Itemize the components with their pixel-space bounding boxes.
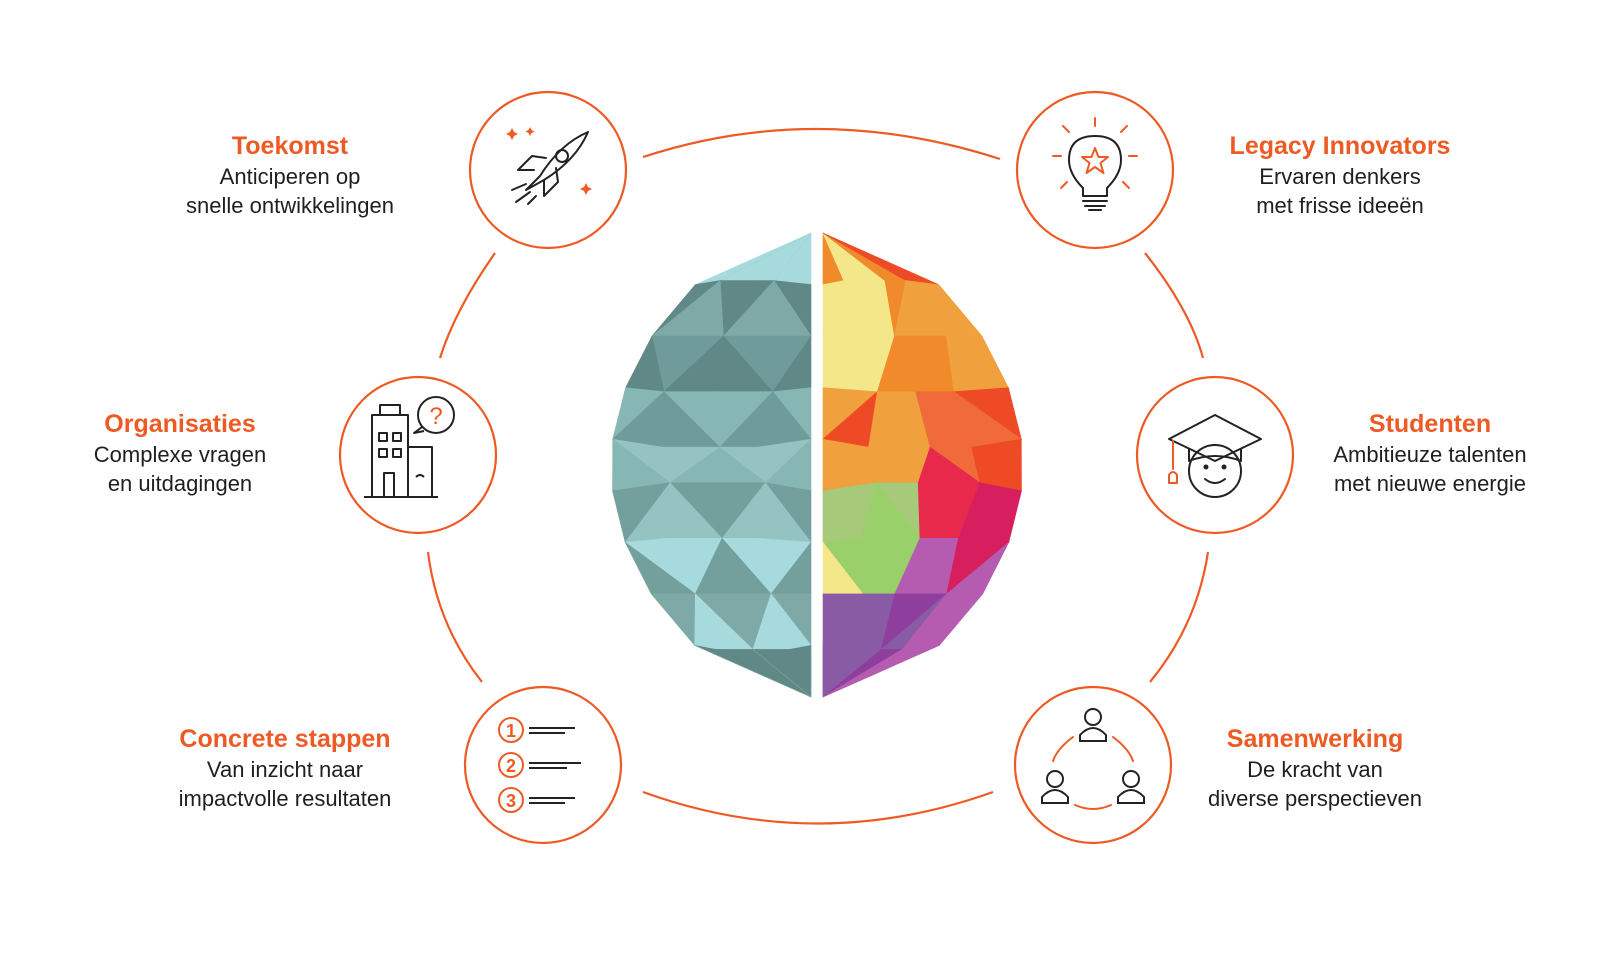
sparkle-icons (506, 127, 592, 195)
title-toekomst: Toekomst (231, 132, 349, 160)
icon-circles (338, 90, 1295, 845)
list-number-1: 1 (506, 721, 516, 741)
circle-samenwerking (1013, 685, 1173, 845)
desc-toekomst-1: Anticiperen op (219, 164, 361, 189)
title-organisaties: Organisaties (104, 410, 256, 438)
label-samenwerking: Samenwerking De kracht van diverse persp… (1175, 723, 1455, 813)
title-studenten: Studenten (1368, 410, 1492, 438)
arc-top (642, 127, 1001, 161)
circle-concrete-stappen (463, 685, 623, 845)
label-concrete-stappen: Concrete stappen Van inzicht naar impact… (140, 723, 430, 813)
desc-studenten-1: Ambitieuze talenten (1333, 442, 1527, 467)
list-number-2: 2 (506, 756, 516, 776)
brain-facet (650, 593, 696, 647)
brain-facet (694, 645, 812, 698)
arc-upper-left (438, 252, 496, 359)
arc-upper-right (1144, 252, 1205, 359)
desc-samenwerking-1: De kracht van (1247, 757, 1383, 782)
rocket-icon (511, 131, 589, 205)
desc-concrete-stappen-1: Van inzicht naar (206, 757, 364, 782)
team-cycle-icon (1041, 708, 1145, 810)
desc-legacy-innovators-1: Ervaren denkers (1259, 164, 1421, 189)
desc-organisaties-1: Complexe vragen (93, 442, 267, 467)
circle-organisaties (338, 375, 498, 535)
arc-lower-right (1149, 551, 1210, 683)
label-organisaties: Organisaties Complexe vragen en uitdagin… (60, 408, 300, 498)
title-samenwerking: Samenwerking (1226, 725, 1404, 753)
brain-icon (612, 232, 1023, 698)
numbered-list-icon: 1 2 3 (498, 717, 581, 813)
brain-facet (822, 645, 940, 698)
circle-toekomst (468, 90, 628, 250)
question-mark-text: ? (429, 403, 442, 430)
desc-toekomst-2: snelle ontwikkelingen (186, 193, 394, 218)
lightbulb-star-icon (1052, 117, 1138, 211)
label-studenten: Studenten Ambitieuze talenten met nieuwe… (1300, 408, 1560, 498)
graduate-cap-icon (1168, 414, 1262, 498)
label-toekomst: Toekomst Anticiperen op snelle ontwikkel… (160, 130, 420, 220)
buildings-question-icon: ? (364, 396, 455, 498)
arc-bottom (642, 790, 994, 825)
desc-legacy-innovators-2: met frisse ideeën (1256, 193, 1424, 218)
label-legacy-innovators: Legacy Innovators Ervaren denkers met fr… (1195, 130, 1485, 220)
title-concrete-stappen: Concrete stappen (179, 725, 391, 753)
list-number-3: 3 (506, 791, 516, 811)
desc-organisaties-2: en uitdagingen (107, 471, 253, 496)
desc-studenten-2: met nieuwe energie (1333, 471, 1526, 496)
connector-arcs (426, 127, 1210, 825)
title-legacy-innovators: Legacy Innovators (1229, 132, 1451, 160)
arc-lower-left (426, 551, 483, 683)
desc-samenwerking-2: diverse perspectieven (1207, 786, 1422, 811)
circle-legacy-innovators (1015, 90, 1175, 250)
desc-concrete-stappen-2: impactvolle resultaten (178, 786, 392, 811)
